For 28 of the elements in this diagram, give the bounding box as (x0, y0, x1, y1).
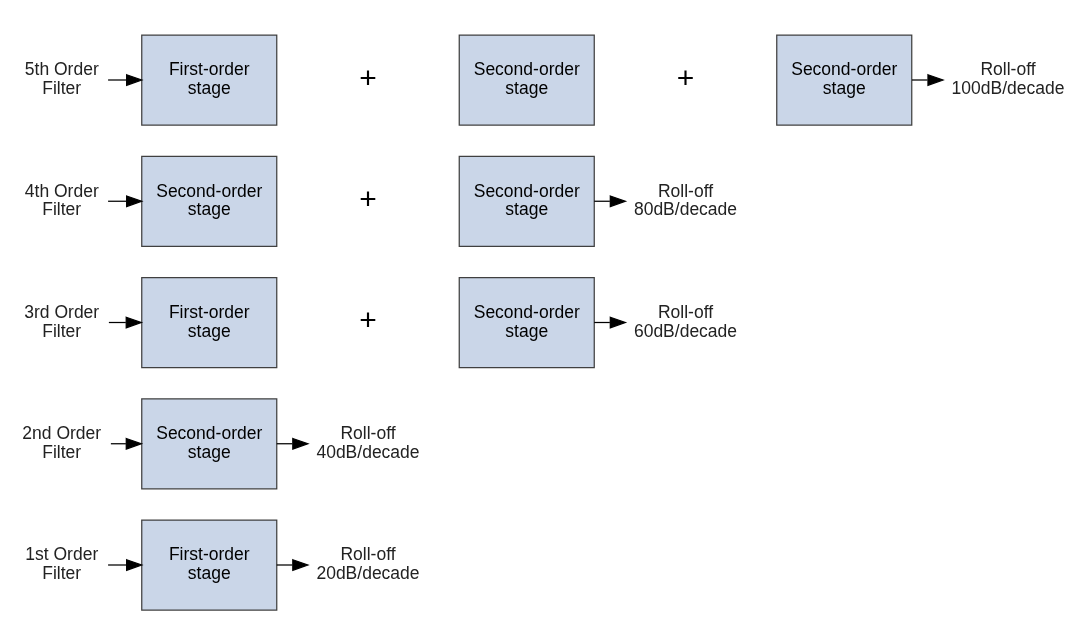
arrow (911, 73, 945, 86)
node-box: Second-order stage (458, 155, 595, 247)
node-box: Second-order stage (458, 276, 595, 368)
label: + (676, 60, 695, 94)
node-text: Roll-off 40dB/decade (316, 422, 420, 462)
node-box: First-order stage (141, 33, 278, 126)
node-text: 4th Order Filter (24, 180, 99, 219)
node-text: 5th Order Filter (24, 58, 99, 98)
node-text: Roll-off 100dB/decade (951, 58, 1065, 98)
node-box: Second-order stage (776, 33, 913, 126)
node-text: 2nd Order Filter (22, 422, 102, 462)
node-text: Roll-off 20dB/decade (316, 543, 420, 583)
label: + (359, 302, 377, 336)
node-text: Roll-off 80dB/decade (633, 180, 738, 219)
node-box: First-order stage (141, 518, 278, 611)
node-text: 1st Order Filter (25, 543, 99, 583)
node-box: Second-order stage (458, 33, 595, 126)
arrow (107, 558, 144, 571)
arrow (107, 194, 144, 207)
label: + (359, 181, 377, 215)
label: + (359, 60, 377, 94)
node-box: Second-order stage (141, 397, 278, 489)
node-text: Roll-off 60dB/decade (633, 301, 738, 340)
node-box: First-order stage (141, 276, 278, 368)
arrow (107, 73, 144, 86)
arrow (276, 558, 310, 571)
node-box: Second-order stage (141, 155, 278, 247)
node-text: 3rd Order Filter (24, 301, 100, 340)
